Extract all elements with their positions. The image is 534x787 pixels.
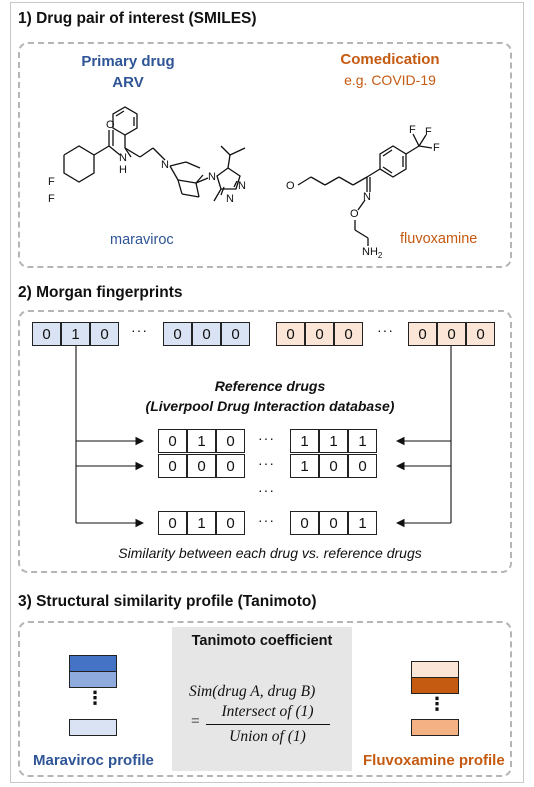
ref-bit: 1 [290, 454, 319, 478]
maraviroc-profile-bar-3 [69, 719, 117, 736]
ref-bit: 1 [187, 429, 216, 453]
drug-a-bit: 0 [32, 322, 61, 346]
fluvoxamine-profile-vellipsis: ⋮ [428, 694, 446, 714]
reference-drugs-source: (Liverpool Drug Interaction database) [145, 398, 395, 414]
atom-n-triazole-2: N [238, 180, 246, 192]
primary-drug-label: Primary drug [81, 53, 175, 70]
ref-bit: 0 [187, 454, 216, 478]
atom-f-cf3-1: F [409, 124, 416, 136]
drug-a-bit: 0 [90, 322, 119, 346]
ref-bit: 1 [348, 511, 377, 535]
drug-b-bit: 0 [466, 322, 495, 346]
atom-nh2-text: NH [362, 246, 378, 258]
ref-bit: 0 [290, 511, 319, 535]
atom-o-oxime: O [350, 208, 359, 220]
ref-bit: 0 [216, 429, 245, 453]
drug-pair-panel [18, 42, 512, 268]
reference-drugs-title: Reference drugs [214, 378, 326, 394]
section-2-title: 2) Morgan fingerprints [18, 284, 183, 301]
drug-a-bit: 0 [192, 322, 221, 346]
ref-ellipsis: ··· [258, 512, 275, 528]
ref-bit: 1 [319, 429, 348, 453]
ref-bit: 0 [158, 429, 187, 453]
fluvoxamine-profile-label: Fluvoxamine profile [363, 752, 505, 769]
ref-rows-ellipsis: ··· [258, 482, 275, 498]
ref-bit: 0 [158, 511, 187, 535]
drug-a-ellipsis: ··· [131, 322, 148, 338]
atom-nh2-subscript: 2 [377, 251, 383, 261]
fluvoxamine-profile-bar-3 [411, 719, 459, 736]
atom-f-cf3-3: F [433, 142, 440, 154]
drug-b-bit: 0 [305, 322, 334, 346]
formula-lhs: Sim(drug A, drug B) [189, 683, 316, 700]
atom-n-triazole-1: N [208, 171, 216, 183]
atom-n-bicyclic: N [161, 159, 169, 171]
primary-drug-sublabel: ARV [112, 74, 144, 91]
fingerprint-panel [18, 310, 512, 573]
ref-bit: 1 [187, 511, 216, 535]
figure-frame [10, 2, 524, 783]
ref-ellipsis: ··· [258, 430, 275, 446]
fluvoxamine-profile-bar-1 [411, 661, 459, 678]
formula-numerator: Intersect of (1) [221, 703, 314, 720]
atom-n-triazole-3: N [226, 193, 234, 205]
fluvoxamine-name: fluvoxamine [400, 231, 478, 247]
atom-nh2: NH2 [362, 246, 382, 260]
atom-o-1: O [106, 119, 115, 131]
drug-b-bit: 0 [276, 322, 305, 346]
atom-n-amide: N [119, 152, 127, 164]
drug-b-ellipsis: ··· [377, 322, 394, 338]
ref-bit: 0 [319, 511, 348, 535]
maraviroc-profile-bar-2 [69, 671, 117, 688]
ref-bit: 0 [158, 454, 187, 478]
drug-b-bit: 0 [334, 322, 363, 346]
ref-bit: 0 [216, 511, 245, 535]
drug-a-bit: 0 [163, 322, 192, 346]
maraviroc-profile-label: Maraviroc profile [33, 752, 154, 769]
atom-h-amide: H [119, 164, 127, 176]
tanimoto-title: Tanimoto coefficient [191, 633, 333, 649]
atom-f-cf3-2: F [425, 126, 432, 138]
ref-bit: 0 [348, 454, 377, 478]
ref-bit: 1 [348, 429, 377, 453]
ref-bit: 1 [290, 429, 319, 453]
drug-b-bit: 0 [437, 322, 466, 346]
formula-equals: = [190, 713, 201, 730]
atom-o-methoxy: O [286, 180, 295, 192]
atom-n-oxime: N [363, 191, 371, 203]
drug-a-bit: 0 [221, 322, 250, 346]
formula-fraction-bar [206, 724, 330, 725]
formula-denominator: Union of (1) [229, 728, 306, 745]
similarity-caption: Similarity between each drug vs. referen… [118, 545, 422, 561]
comedication-sublabel: e.g. COVID-19 [344, 72, 436, 88]
section-1-title: 1) Drug pair of interest (SMILES) [18, 10, 257, 27]
drug-b-bit: 0 [408, 322, 437, 346]
ref-bit: 0 [319, 454, 348, 478]
maraviroc-profile-bar-1 [69, 655, 117, 672]
maraviroc-profile-vellipsis: ⋮ [86, 688, 104, 708]
atom-f-2: F [48, 193, 55, 205]
tanimoto-box [172, 627, 352, 771]
ref-ellipsis: ··· [258, 455, 275, 471]
comedication-label: Comedication [340, 51, 440, 68]
atom-f-1: F [48, 176, 55, 188]
drug-a-bit: 1 [61, 322, 90, 346]
section-3-title: 3) Structural similarity profile (Tanimo… [18, 593, 317, 610]
ref-bit: 0 [216, 454, 245, 478]
maraviroc-name: maraviroc [110, 232, 174, 248]
fluvoxamine-profile-bar-2 [411, 677, 459, 694]
profile-panel [18, 621, 512, 777]
